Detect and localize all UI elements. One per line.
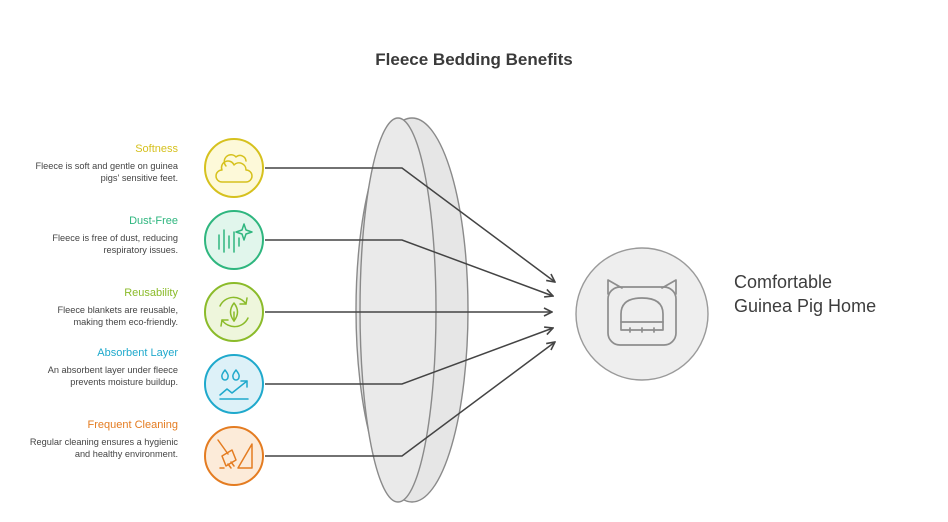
benefit-circle-reusability: [204, 282, 264, 342]
benefit-title-reusability: Reusability: [124, 287, 178, 299]
sparkle-icon: [218, 223, 253, 253]
connector-softness: [265, 167, 555, 282]
guinea-pig-home-icon: [607, 279, 677, 346]
diagram-title: Fleece Bedding Benefits: [375, 50, 573, 69]
benefit-title-absorbent-layer: Absorbent Layer: [97, 347, 178, 359]
benefit-desc-absorbent-layer: An absorbent layer under fleece prevents…: [47, 365, 178, 387]
benefit-desc-dust-free: Fleece is free of dust, reducing respira…: [52, 233, 178, 255]
broom-icon: [217, 439, 253, 469]
benefit-title-frequent-cleaning: Frequent Cleaning: [87, 419, 178, 431]
connector-dust-free: [265, 239, 553, 296]
benefit-circle-dust-free: [204, 210, 264, 270]
result-line-1: Comfortable: [734, 272, 833, 292]
benefit-circle-frequent-cleaning: [204, 426, 264, 486]
benefit-desc-frequent-cleaning: Regular cleaning ensures a hygienic and …: [29, 437, 178, 459]
result-circle: [575, 247, 709, 381]
recycle-leaf-icon: [219, 296, 249, 328]
result-line-2: Guinea Pig Home: [734, 296, 877, 316]
result-label: Comfortable Guinea Pig Home: [734, 270, 876, 318]
benefit-circle-softness: [204, 138, 264, 198]
droplets-icon: [219, 369, 249, 400]
connector-lines: [265, 167, 555, 457]
benefit-desc-reusability: Fleece blankets are reusable, making the…: [57, 305, 178, 327]
connector-absorbent-layer: [265, 328, 553, 385]
benefit-title-dust-free: Dust-Free: [129, 215, 178, 227]
connector-frequent-cleaning: [265, 342, 555, 457]
benefit-circle-absorbent-layer: [204, 354, 264, 414]
lens-shape: [355, 117, 469, 503]
benefit-title-softness: Softness: [135, 143, 178, 155]
benefit-desc-softness: Fleece is soft and gentle on guinea pigs…: [35, 161, 178, 183]
cloud-icon: [215, 154, 253, 183]
